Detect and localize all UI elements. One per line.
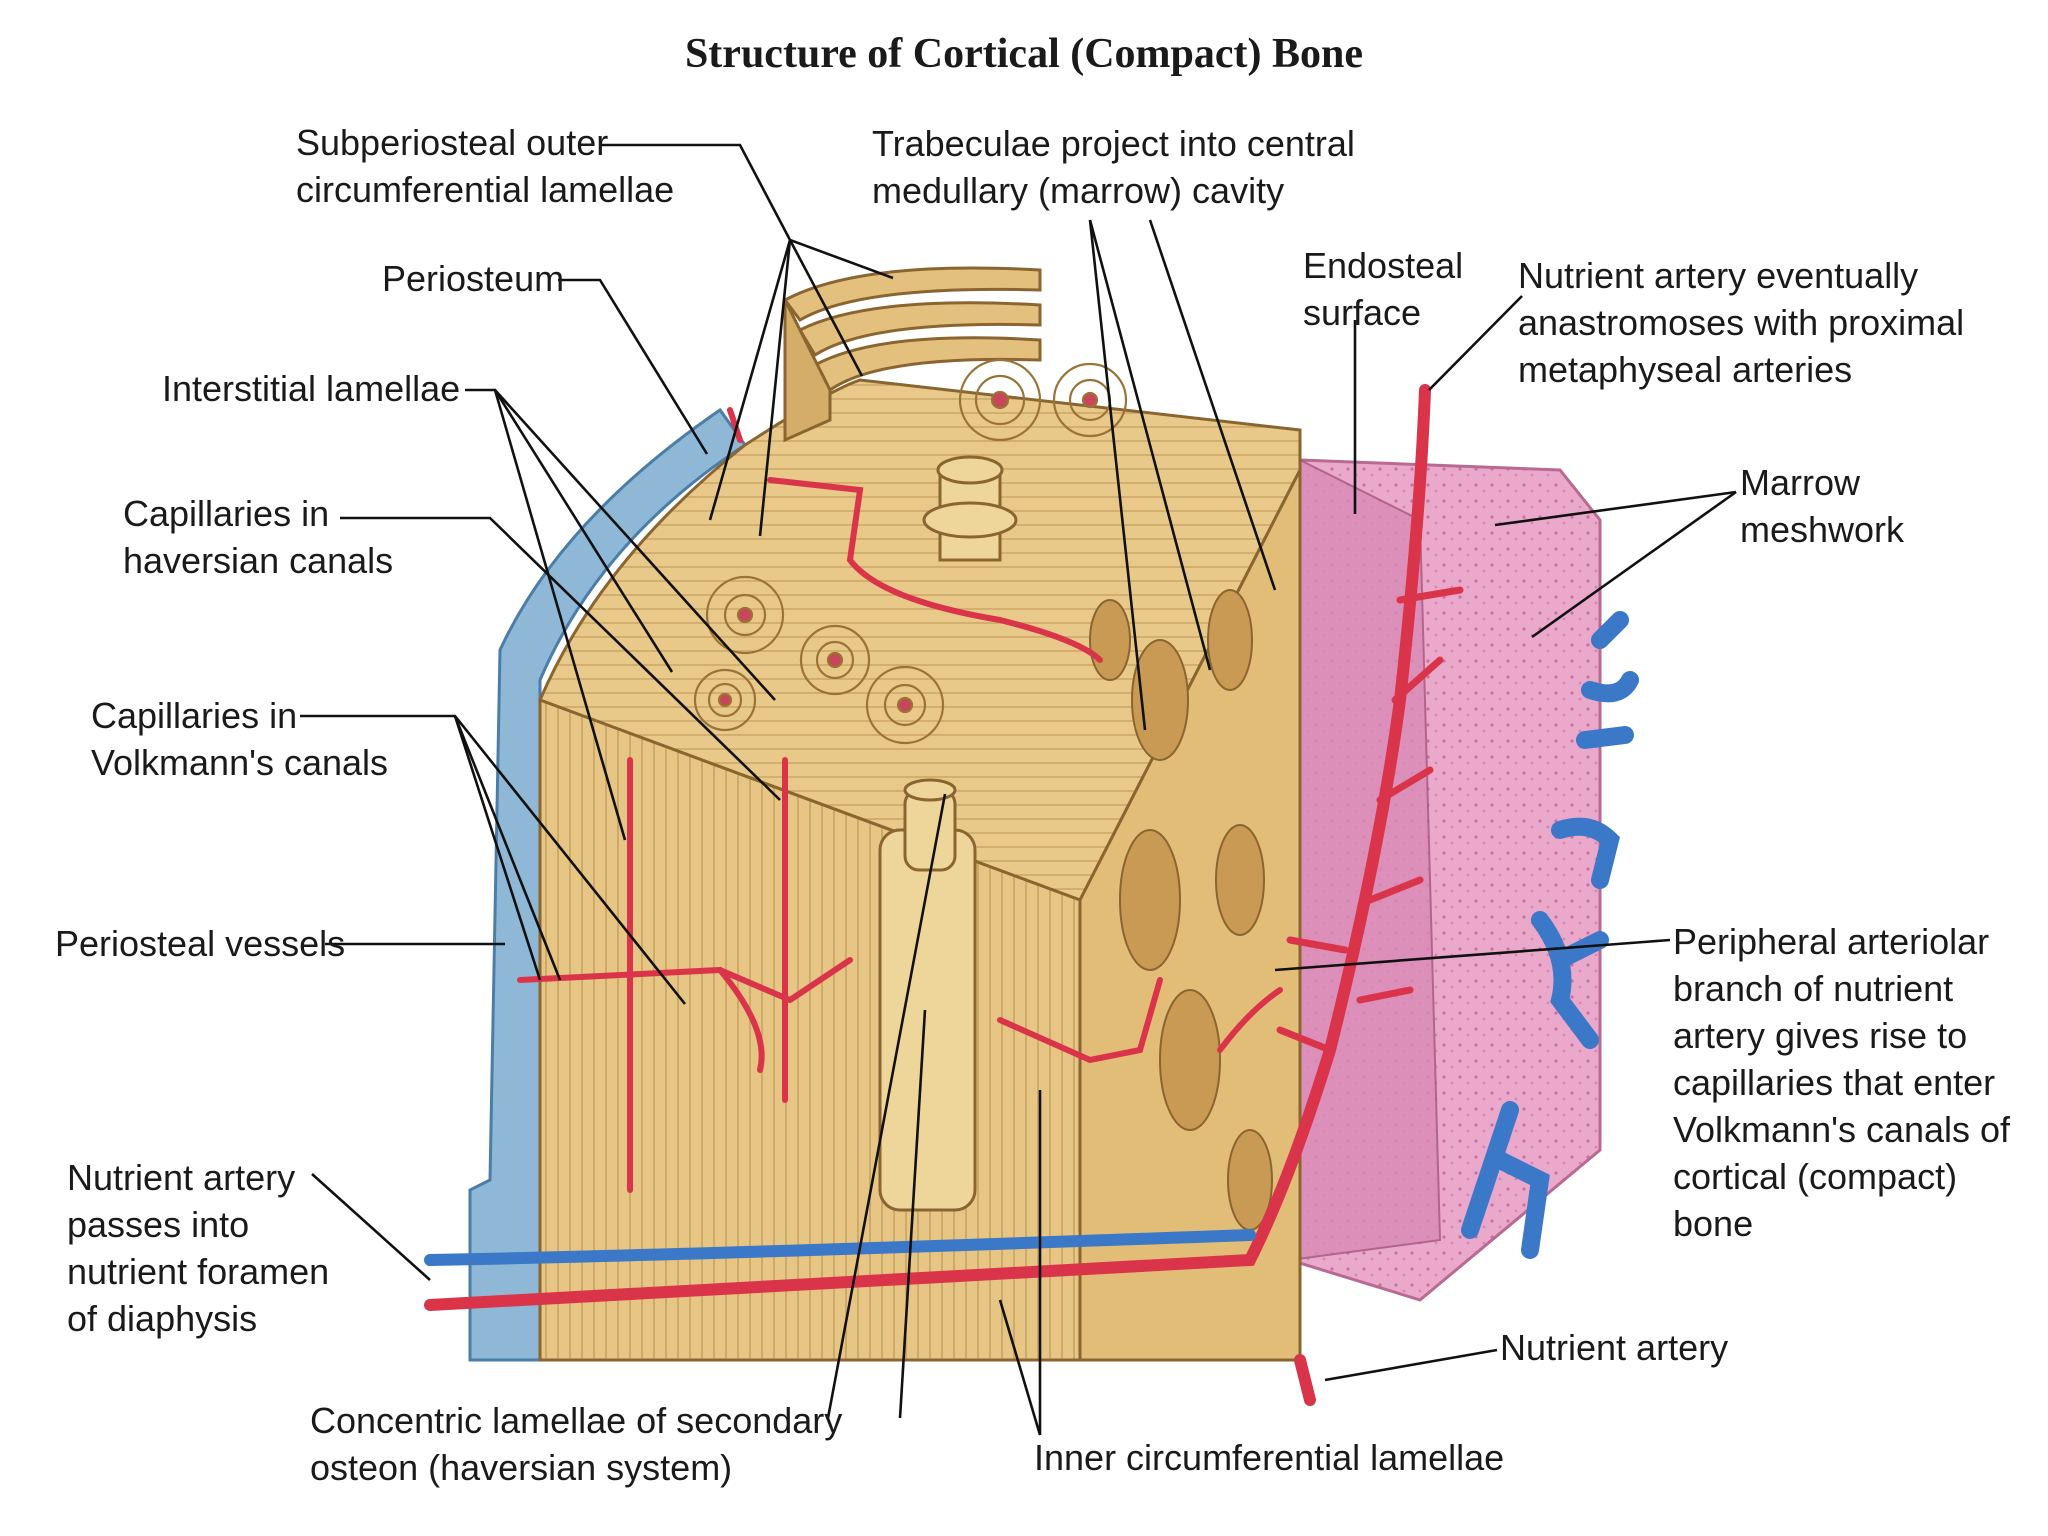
label-nutrient-artery: Nutrient artery xyxy=(1500,1327,1729,1368)
marrow-vein-2 xyxy=(1581,671,1639,703)
label-nutrient-artery-anastomoses: Nutrient artery eventually anastromoses … xyxy=(1518,255,1965,390)
label-concentric-lamellae: Concentric lamellae of secondary osteon … xyxy=(310,1400,843,1488)
marrow-vein-5 xyxy=(1531,911,1609,1049)
diagram-title: Structure of Cortical (Compact) Bone xyxy=(684,31,1364,77)
leader-periosteum xyxy=(558,278,709,455)
leader-nutrient-in xyxy=(311,1173,431,1281)
label-trabeculae: Trabeculae project into central medullar… xyxy=(872,123,1355,211)
label-periosteum: Periosteum xyxy=(382,258,565,299)
label-interstitial-lamellae: Interstitial lamellae xyxy=(162,368,461,409)
label-peripheral-arteriolar-branch: Peripheral arteriolar branch of nutrient… xyxy=(1673,921,2011,1244)
osteon-cylinders xyxy=(878,455,1018,1212)
marrow-vein-1 xyxy=(1591,611,1629,649)
trabecular-cavities xyxy=(1089,589,1273,1231)
marrow-vein-6 xyxy=(1461,1101,1550,1259)
arteries xyxy=(424,384,1464,1406)
leader-cap-haversian xyxy=(340,516,781,801)
label-endosteal-surface: Endosteal surface xyxy=(1303,245,1464,333)
label-periosteal-vessels: Periosteal vessels xyxy=(55,923,346,964)
leader-trabeculae xyxy=(1088,219,1212,671)
marrow-vein-4 xyxy=(1551,817,1620,889)
nutrient-vein xyxy=(424,1229,1256,1266)
leader-interstitial xyxy=(465,388,674,673)
nutrient-artery-main xyxy=(424,384,1431,1311)
label-nutrient-artery-foramen: Nutrient artery passes into nutrient for… xyxy=(67,1157,330,1339)
label-capillaries-volkmann: Capillaries in Volkmann's canals xyxy=(91,695,389,783)
volkmann-capillaries xyxy=(517,957,853,1073)
leader-subperiosteal xyxy=(600,143,894,280)
leader-concentric xyxy=(826,793,947,1419)
marrow-vein-3 xyxy=(1576,726,1634,749)
leader-nutrient-artery xyxy=(1324,1348,1498,1382)
osteons xyxy=(693,358,1128,745)
label-marrow-meshwork: Marrow meshwork xyxy=(1740,462,1905,550)
veins xyxy=(424,611,1639,1266)
label-inner-circumferential-lamellae: Inner circumferential lamellae xyxy=(1034,1437,1505,1478)
leader-peripheral xyxy=(1274,938,1671,972)
leader-marrow xyxy=(1494,490,1737,527)
outer-circumferential-lamellae xyxy=(782,266,1042,443)
leader-nutrient-anast xyxy=(1428,295,1523,391)
label-capillaries-haversian: Capillaries in haversian canals xyxy=(123,493,394,581)
nutrient-artery-stub xyxy=(1294,1354,1316,1406)
label-subperiosteal-lamellae: Subperiosteal outer circumferential lame… xyxy=(296,122,675,210)
